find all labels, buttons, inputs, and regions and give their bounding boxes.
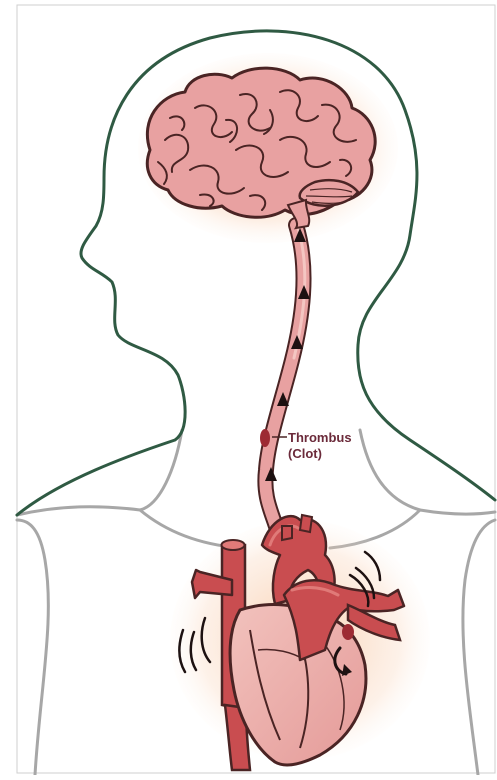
thrombus-clot <box>260 429 270 447</box>
left-atrium-clot <box>342 624 354 640</box>
clot-label: (Clot) <box>288 446 322 461</box>
brain <box>147 68 375 228</box>
thrombus-label: Thrombus <box>288 430 352 445</box>
